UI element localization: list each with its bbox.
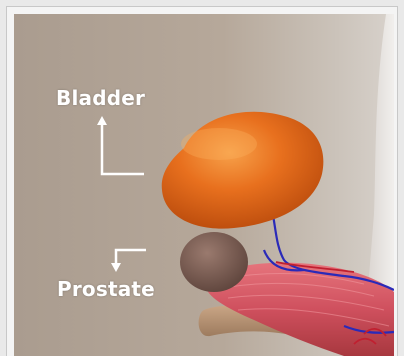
- anatomy-illustration: Bladder Prostate: [14, 14, 394, 356]
- bladder-label: Bladder: [56, 86, 145, 110]
- prostate-shape: [180, 232, 248, 292]
- bladder-highlight: [181, 128, 257, 160]
- prostate-label: Prostate: [57, 277, 155, 301]
- anatomy-svg: [14, 14, 394, 356]
